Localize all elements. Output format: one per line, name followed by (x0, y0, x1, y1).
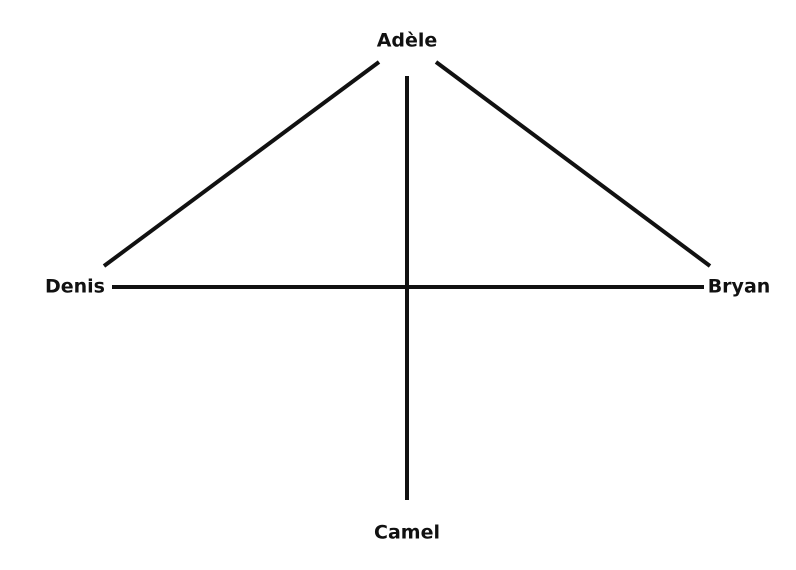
node-label-camel: Camel (374, 522, 440, 544)
edges (102, 60, 712, 500)
node-label-adele: Adèle (377, 30, 438, 52)
node-label-denis: Denis (45, 276, 105, 298)
nodes: Adèle Denis Bryan Camel (45, 30, 770, 544)
edge-adele-denis (102, 60, 381, 268)
edge-adele-bryan (434, 60, 712, 268)
node-label-bryan: Bryan (708, 276, 771, 298)
